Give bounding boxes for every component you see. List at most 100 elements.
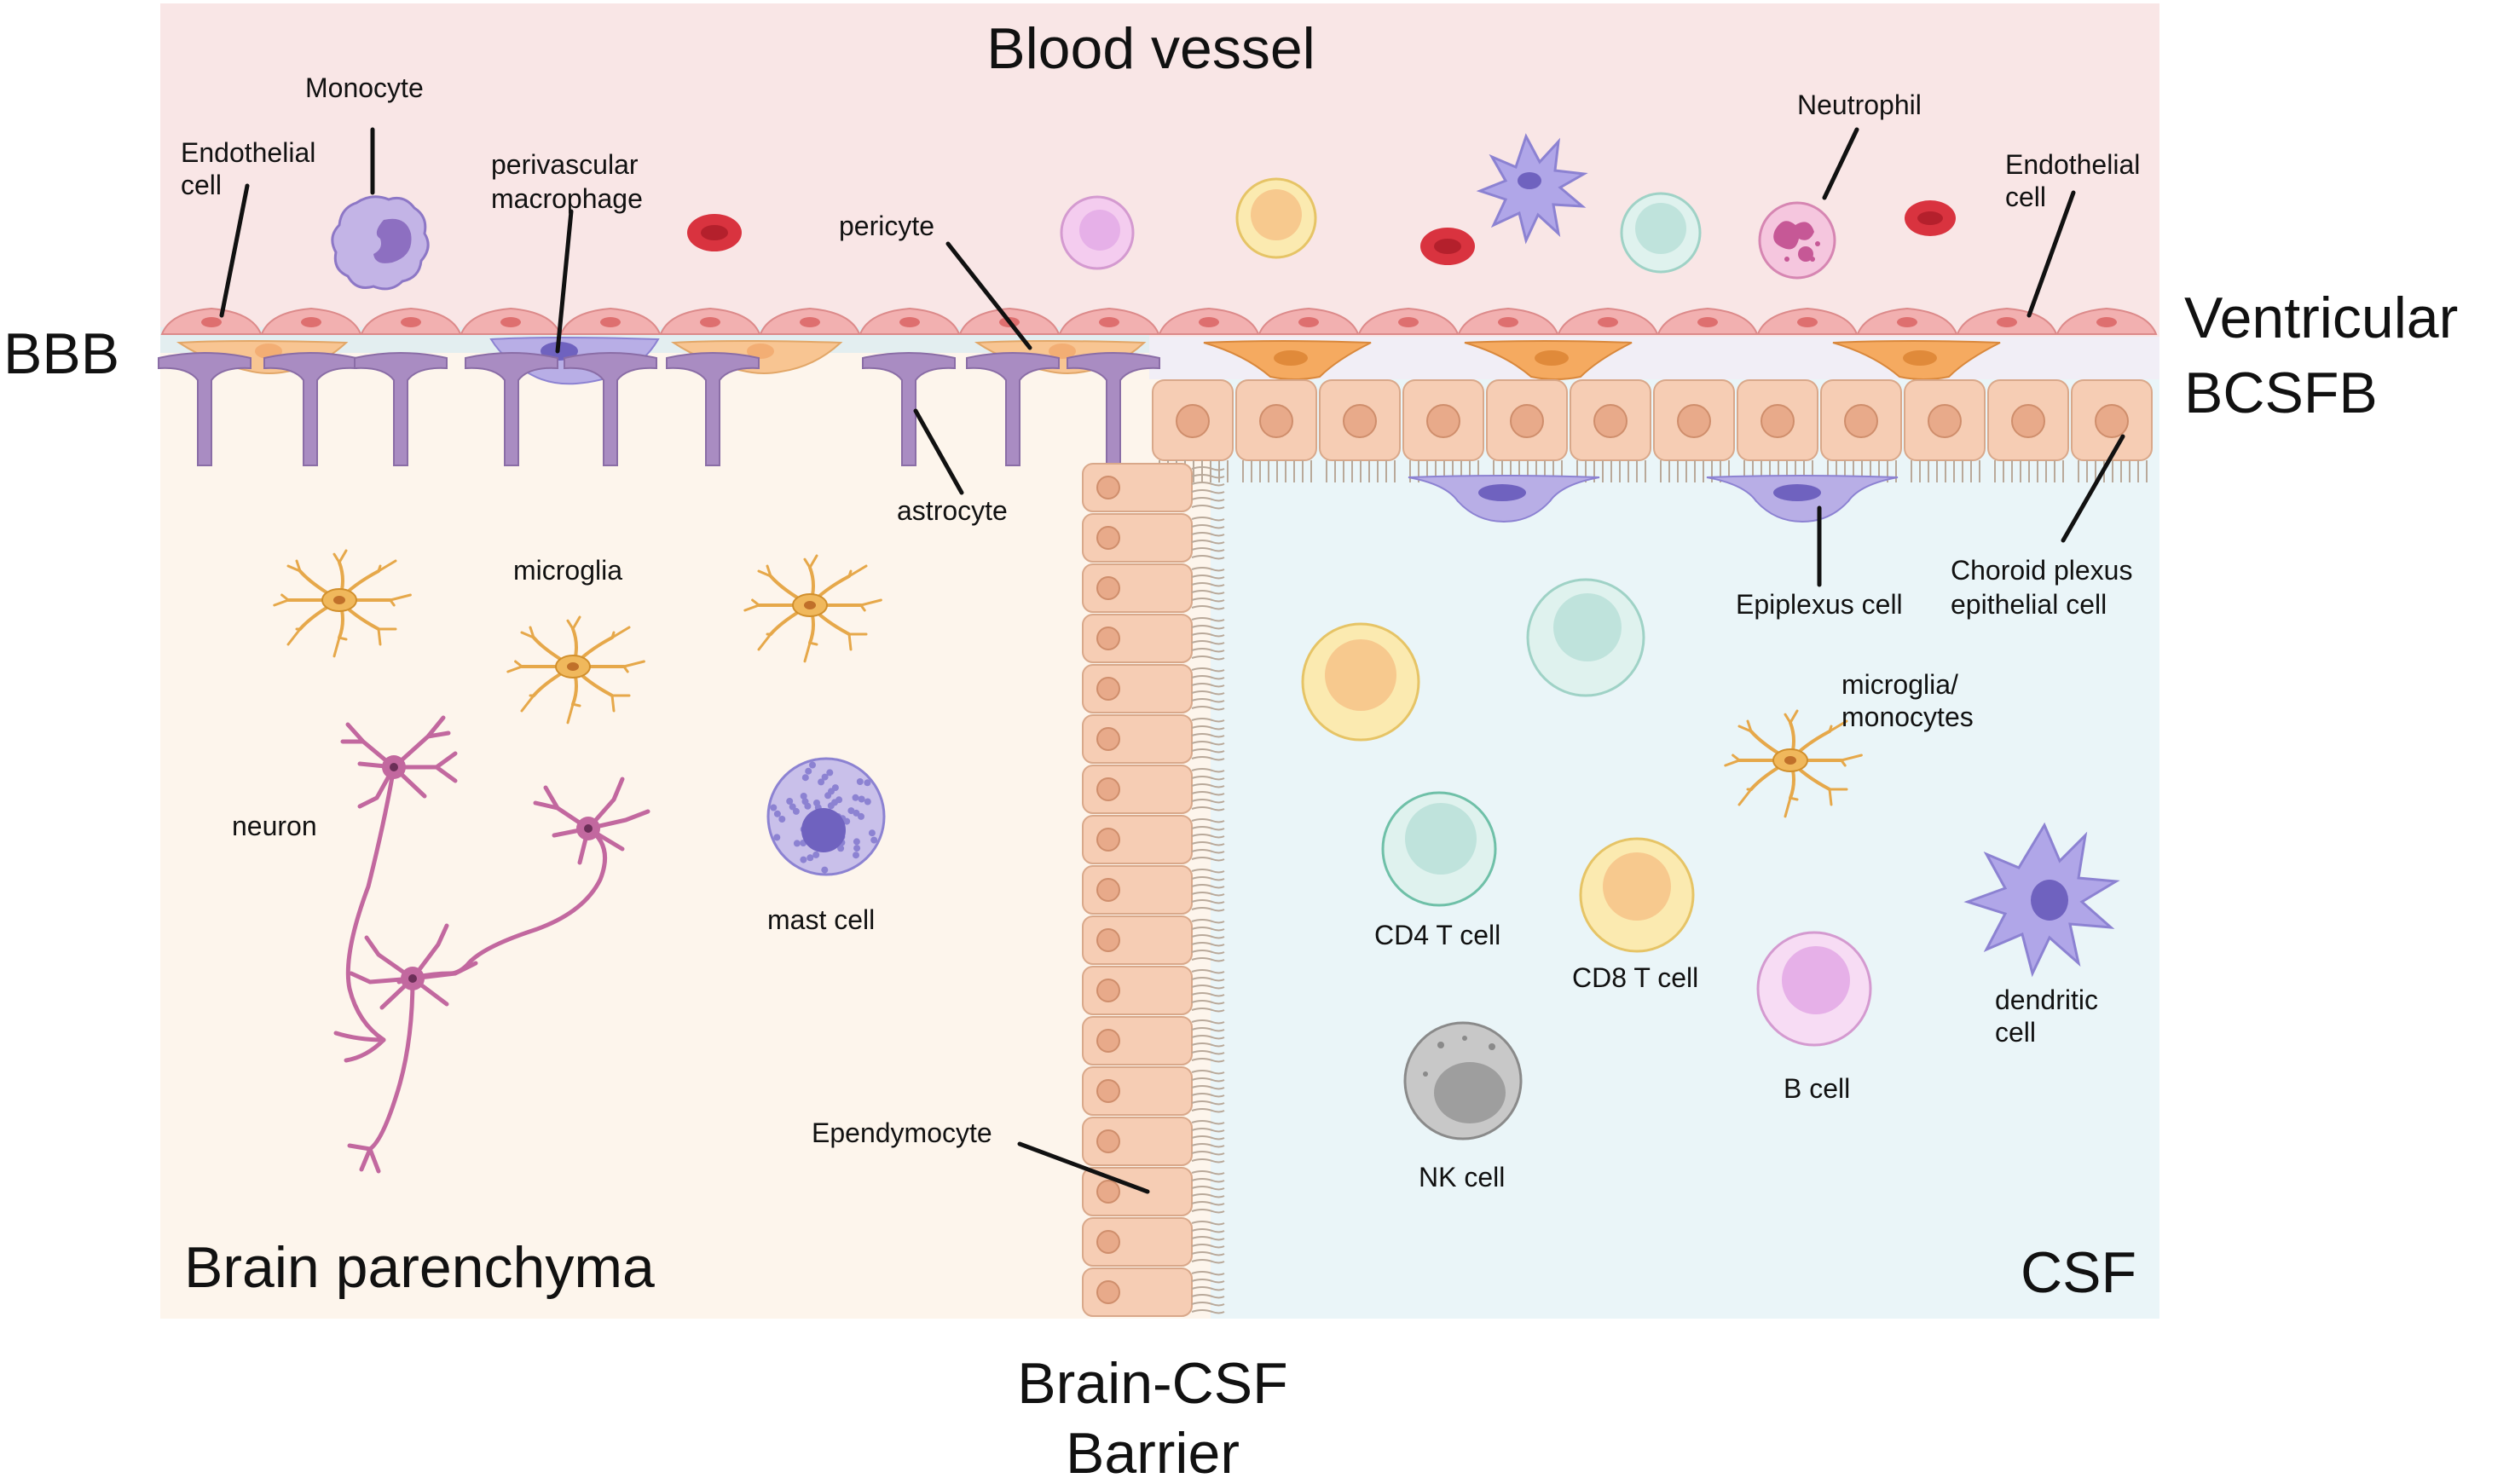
endothelial-cell-icon	[260, 307, 362, 335]
microglia-branch	[757, 632, 772, 651]
astrocyte-endfoot-icon	[465, 352, 558, 466]
cilium	[1191, 1186, 1225, 1191]
cilium	[1191, 919, 1225, 924]
cilium	[1191, 783, 1225, 788]
mast-granule	[812, 851, 820, 858]
cilium	[1191, 942, 1225, 947]
cilium	[1191, 1294, 1225, 1299]
mast-granule	[801, 798, 809, 806]
endothelial-cell-icon	[1656, 307, 1759, 335]
ependymocyte-nucleus	[1096, 476, 1120, 499]
label-endothelial-left-line2: cell	[181, 170, 222, 200]
microglia-branch	[566, 702, 581, 725]
cilium	[1191, 1019, 1225, 1025]
cilium	[1191, 474, 1225, 479]
microglia-branch	[1828, 788, 1848, 806]
cilium	[1191, 934, 1225, 939]
label-microglia: microglia	[513, 555, 622, 586]
b-lymphocyte-icon	[1060, 195, 1135, 270]
microglia-branch	[389, 593, 412, 607]
cilium	[1191, 806, 1225, 811]
mast-granule	[793, 840, 801, 847]
bcsfb-pericytes	[1203, 340, 2001, 380]
epiplexus-cells	[1408, 475, 1899, 523]
cilium	[1191, 505, 1225, 510]
cilium	[1191, 1027, 1225, 1032]
cilium	[1191, 1244, 1225, 1249]
endothelial-nucleus	[1298, 317, 1319, 327]
neurons	[333, 715, 650, 1174]
cilium	[1191, 950, 1225, 955]
microglia-branch	[286, 627, 302, 646]
microglia-branch	[610, 626, 631, 639]
brain-parenchyma-region	[160, 340, 1226, 1319]
cilium	[1191, 841, 1225, 846]
cilium	[1191, 725, 1225, 730]
leader-choroid	[2061, 434, 2125, 543]
astrocyte-endfoot-icon	[263, 352, 357, 466]
astrocyte-process	[966, 352, 1060, 466]
microglia-branch	[1737, 719, 1753, 733]
cilium	[1191, 834, 1225, 839]
cilium	[1191, 1000, 1225, 1005]
ependymocyte-body	[1082, 765, 1193, 814]
choroid-epithelial-cell-icon	[1987, 379, 2069, 482]
csf-t-cell-icon	[1301, 622, 1420, 742]
endothelial-nucleus	[1697, 317, 1718, 327]
cilium	[1191, 927, 1225, 932]
label-astrocyte: astrocyte	[897, 495, 1008, 526]
cilium	[1191, 575, 1225, 580]
ependymocyte-nucleus	[1096, 1180, 1120, 1204]
astrocyte-endfoot-icon	[666, 352, 760, 466]
cilium	[1191, 648, 1225, 653]
cilium	[1191, 969, 1225, 974]
cilium	[1191, 590, 1225, 595]
cilium	[1191, 985, 1225, 990]
ependymal-layer	[1082, 463, 1225, 1317]
label-endothelial-right-line2: cell	[2005, 182, 2046, 212]
ependymocyte-body	[1082, 1016, 1193, 1065]
ependymocyte-icon	[1082, 966, 1225, 1015]
cilium	[1191, 1050, 1225, 1055]
microglia-branch	[377, 627, 397, 646]
ependymocyte-nucleus	[1096, 1079, 1120, 1103]
mast-granule	[789, 803, 796, 811]
cilium	[1191, 690, 1225, 696]
bbb-title: BBB	[3, 321, 119, 386]
cilium	[1191, 977, 1225, 982]
cilium	[1191, 532, 1225, 537]
astrocyte-endfoot-icon	[862, 352, 956, 466]
endothelial-nucleus	[201, 317, 222, 327]
cilium	[1191, 899, 1225, 904]
cilium	[1191, 768, 1225, 773]
brain-csf-barrier-title-line2: Barrier	[1066, 1421, 1240, 1484]
cilium	[1191, 741, 1225, 746]
label-perivascular-line2: macrophage	[491, 183, 643, 214]
endothelial-nucleus	[800, 317, 820, 327]
epithelial-nucleus	[1844, 404, 1878, 438]
mast-granule	[805, 767, 812, 775]
microglia-branch	[520, 694, 535, 713]
ependymocyte-icon	[1082, 513, 1225, 563]
ependymocyte-nucleus	[1096, 576, 1120, 600]
mast-granule	[809, 761, 816, 769]
cilium	[1191, 667, 1225, 673]
ependymocyte-body	[1082, 614, 1193, 663]
cilium	[1191, 1100, 1225, 1106]
ventricular-bcsfb-title-line2: BCSFB	[2184, 361, 2378, 425]
ependymocyte-nucleus	[1096, 1129, 1120, 1153]
label-cd4: CD4 T cell	[1374, 920, 1500, 950]
astrocyte-process	[862, 352, 956, 466]
endothelial-cell-icon	[659, 307, 761, 335]
cilium	[1191, 857, 1225, 862]
ependymocyte-nucleus	[1096, 677, 1120, 701]
csf-title: CSF	[2021, 1240, 2136, 1305]
endothelial-cell-icon	[1557, 307, 1659, 335]
cilium	[1191, 540, 1225, 545]
label-pericyte: pericyte	[839, 211, 934, 241]
dendritic-cell-icon	[1476, 133, 1588, 245]
microglia-nucleus	[804, 601, 816, 609]
microglia-nucleus	[567, 662, 579, 671]
mast-granule	[831, 784, 839, 792]
